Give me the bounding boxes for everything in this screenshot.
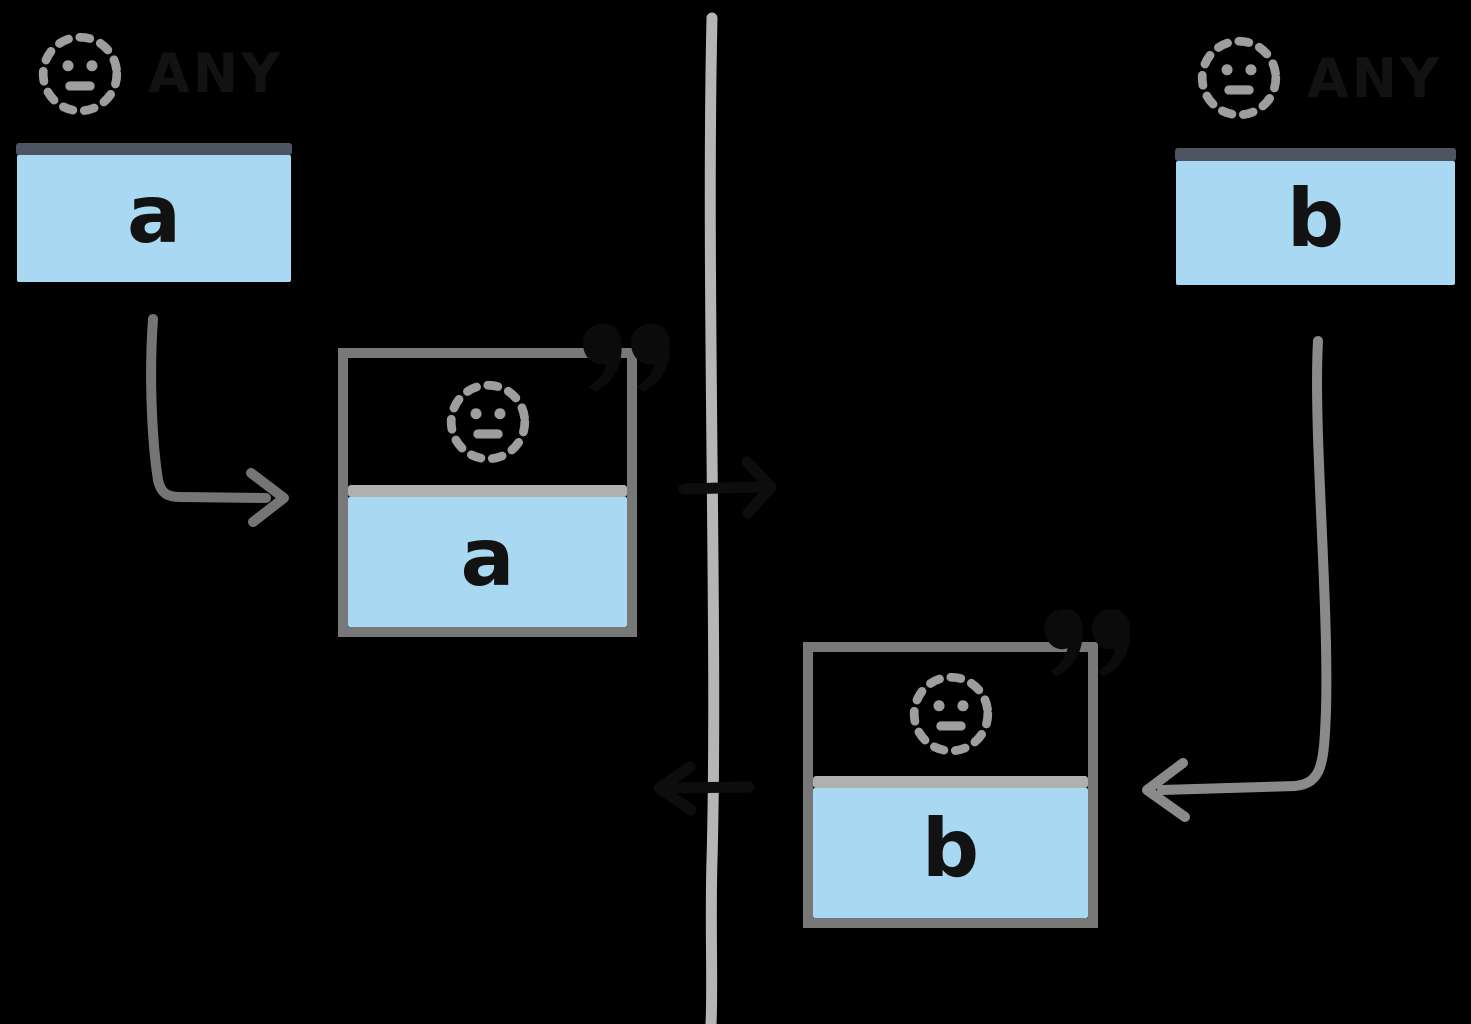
any-card-a: ANY a	[8, 4, 300, 292]
instance-card-a-value-area: a	[348, 497, 627, 627]
any-card-a-value: a	[127, 167, 181, 261]
any-card-a-value-area: a	[17, 155, 291, 282]
any-card-b-label: ANY	[1307, 46, 1443, 110]
arrow-right-across-divider	[678, 456, 777, 519]
instance-card-b-value-area: b	[813, 788, 1088, 918]
instance-card-a: a	[338, 348, 637, 637]
arrow-any-b-to-instance-b	[1142, 336, 1332, 822]
any-card-a-label: ANY	[148, 42, 284, 105]
arrow-any-a-to-instance-a	[146, 314, 289, 527]
dashed-face-icon	[1197, 36, 1281, 120]
instance-card-a-header	[348, 358, 627, 485]
any-card-a-header: ANY	[8, 4, 300, 143]
arrow-left-across-divider	[653, 761, 755, 816]
divider-line	[704, 12, 720, 1024]
instance-card-a-separator	[348, 485, 627, 497]
any-card-b-value: b	[1286, 172, 1345, 265]
dashed-face-icon	[446, 380, 529, 463]
instance-card-b-value: b	[921, 802, 980, 895]
double-quote-icon	[582, 323, 670, 393]
double-quote-icon	[1044, 609, 1131, 677]
instance-card-b-header	[813, 652, 1088, 776]
instance-card-a-value: a	[460, 511, 515, 604]
any-card-b-value-area: b	[1176, 161, 1455, 285]
instance-card-b: b	[803, 642, 1098, 928]
dashed-face-icon	[909, 672, 992, 756]
dashed-face-icon	[38, 32, 122, 115]
any-card-b: ANY b	[1167, 8, 1464, 296]
instance-card-b-separator	[813, 776, 1088, 788]
any-card-b-separator	[1175, 148, 1456, 161]
any-card-b-header: ANY	[1167, 8, 1464, 148]
any-card-a-separator	[16, 143, 292, 155]
